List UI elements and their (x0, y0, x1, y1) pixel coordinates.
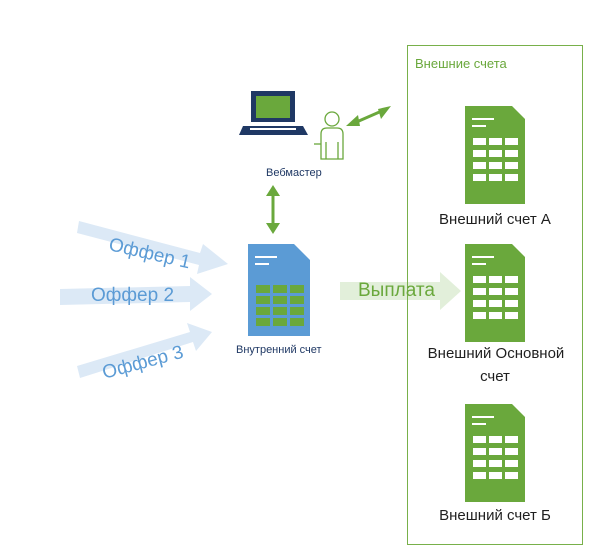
laptop-icon (239, 91, 308, 135)
internal-account-label: Внутренний счет (236, 344, 322, 356)
internal-account-icon (248, 244, 310, 336)
offer-3-arrow (77, 323, 212, 378)
external-account-a-label: Внешний счет А (439, 211, 551, 228)
webmaster-person-icon (314, 111, 344, 160)
external-accounts-panel (407, 45, 583, 545)
offer-2-label: Оффер 2 (91, 285, 175, 306)
external-accounts-title: Внешние счета (415, 56, 507, 71)
offer-1-arrow (77, 221, 228, 274)
webmaster-external-arrow (346, 106, 391, 126)
external-account-main-label-line2: счет (480, 368, 510, 385)
payout-arrow (340, 272, 461, 310)
external-account-b-label: Внешний счет Б (439, 507, 551, 524)
webmaster-internal-arrow (266, 185, 280, 234)
webmaster-label: Вебмастер (266, 167, 322, 179)
external-account-main-label: Внешний Основной (427, 345, 565, 362)
payout-label: Выплата (358, 280, 435, 301)
offer-2-arrow (60, 277, 212, 311)
